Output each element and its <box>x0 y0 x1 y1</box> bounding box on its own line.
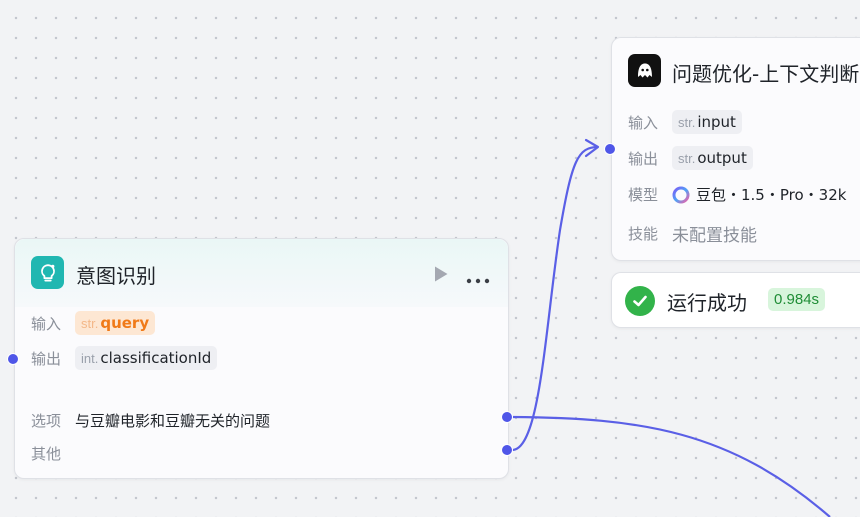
intent-input-port[interactable] <box>7 353 19 365</box>
question-optimization-node[interactable]: 问题优化-上下文判断 输入 str. input 输出 str. output … <box>611 37 860 261</box>
skill-row: 技能 未配置技能 <box>628 221 757 246</box>
edge-option-to-next[interactable] <box>511 415 831 517</box>
output-row: 输出 str. output <box>628 146 753 170</box>
output-variable-name: output <box>697 149 747 167</box>
output-label: 输出 <box>628 149 659 168</box>
input-row: 输入 str. query <box>31 311 156 335</box>
check-circle-icon <box>625 286 655 316</box>
model-name: 豆包・1.5・Pro・32k <box>696 186 847 204</box>
output-variable-tag[interactable]: str. output <box>672 146 753 170</box>
output-label: 输出 <box>31 349 62 368</box>
intent-recognition-node[interactable]: 意图识别 输入 str. query 输出 int. classificatio… <box>14 238 509 479</box>
node-title: 意图识别 <box>76 264 156 288</box>
input-label: 输入 <box>31 314 62 333</box>
run-status-text: 运行成功 <box>667 291 747 315</box>
skill-value: 未配置技能 <box>672 226 757 246</box>
optimize-input-port[interactable] <box>604 143 616 155</box>
model-row: 模型 豆包・1.5・Pro・32k <box>628 184 846 205</box>
more-icon[interactable] <box>466 270 490 284</box>
other-row: 其他 <box>31 443 75 464</box>
node-title: 问题优化-上下文判断 <box>672 62 860 86</box>
llm-ghost-icon <box>628 54 661 87</box>
input-row: 输入 str. input <box>628 110 742 134</box>
node-header: 意图识别 <box>15 239 508 307</box>
option-label: 选项 <box>31 412 62 430</box>
run-status-card[interactable]: 运行成功 0.984s <box>611 272 860 328</box>
node-header: 问题优化-上下文判断 <box>612 38 860 104</box>
option-row: 选项 与豆瓣电影和豆瓣无关的问题 <box>31 410 270 431</box>
edge-other-to-optimize[interactable] <box>511 145 599 452</box>
play-icon[interactable] <box>433 265 449 283</box>
doubao-logo-icon <box>672 186 690 204</box>
type-prefix: str. <box>81 316 99 331</box>
model-label: 模型 <box>628 186 659 204</box>
output-variable-tag[interactable]: int. classificationId <box>75 346 218 370</box>
option-value: 与豆瓣电影和豆瓣无关的问题 <box>75 412 271 430</box>
skill-label: 技能 <box>628 225 659 243</box>
lightbulb-icon <box>31 256 64 289</box>
input-variable-name: query <box>100 314 150 332</box>
type-prefix: int. <box>81 351 99 366</box>
other-output-port[interactable] <box>501 444 513 456</box>
output-row: 输出 int. classificationId <box>31 346 218 370</box>
type-prefix: str. <box>678 115 696 130</box>
input-variable-name: input <box>697 113 736 131</box>
other-label: 其他 <box>31 445 62 463</box>
output-variable-name: classificationId <box>100 349 212 367</box>
input-variable-tag[interactable]: str. input <box>672 110 742 134</box>
input-label: 输入 <box>628 113 659 132</box>
arrow-head <box>584 138 600 158</box>
option-output-port[interactable] <box>501 411 513 423</box>
type-prefix: str. <box>678 151 696 166</box>
input-variable-tag[interactable]: str. query <box>75 311 156 335</box>
run-duration-badge: 0.984s <box>768 288 826 311</box>
